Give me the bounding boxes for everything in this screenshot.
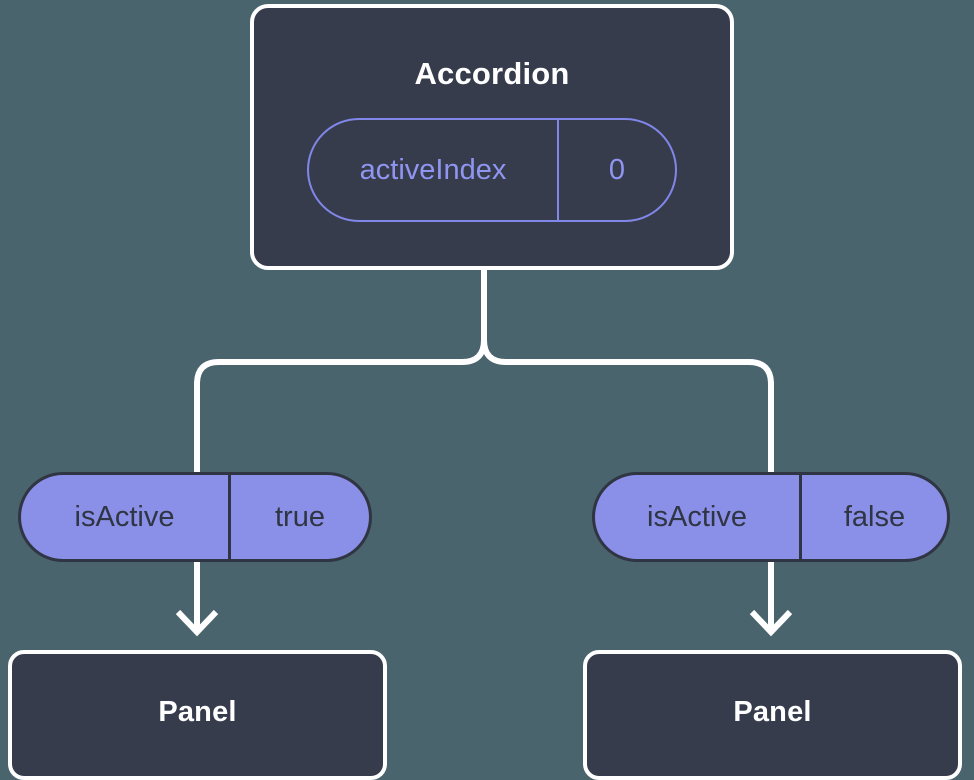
node-panel-left-title: Panel — [158, 696, 237, 728]
connector-branch-left — [194, 337, 487, 475]
prop-pill-isactive-false-key: isActive — [647, 500, 747, 533]
node-panel-left[interactable]: Panel — [8, 650, 387, 780]
state-pill-activeindex[interactable]: activeIndex 0 — [307, 118, 677, 222]
node-accordion-title: Accordion — [414, 56, 570, 91]
prop-pill-isactive-true-key: isActive — [74, 500, 175, 533]
prop-pill-isactive-true[interactable]: isActive true — [18, 472, 372, 562]
state-pill-activeindex-key: activeIndex — [359, 153, 507, 186]
node-panel-right-title: Panel — [733, 696, 812, 728]
arrow-right-head-icon — [749, 609, 793, 637]
arrow-left-head-icon — [175, 609, 219, 637]
prop-pill-isactive-true-value: true — [275, 500, 325, 533]
node-panel-right[interactable]: Panel — [583, 650, 962, 780]
prop-pill-isactive-false[interactable]: isActive false — [592, 472, 950, 562]
connector-branch-right — [481, 337, 774, 475]
prop-pill-isactive-false-value: false — [843, 500, 906, 533]
prop-pill-isactive-false-divider — [799, 475, 802, 559]
state-pill-activeindex-value: 0 — [608, 153, 626, 186]
prop-pill-isactive-true-divider — [228, 475, 231, 559]
state-pill-activeindex-divider — [557, 120, 559, 220]
